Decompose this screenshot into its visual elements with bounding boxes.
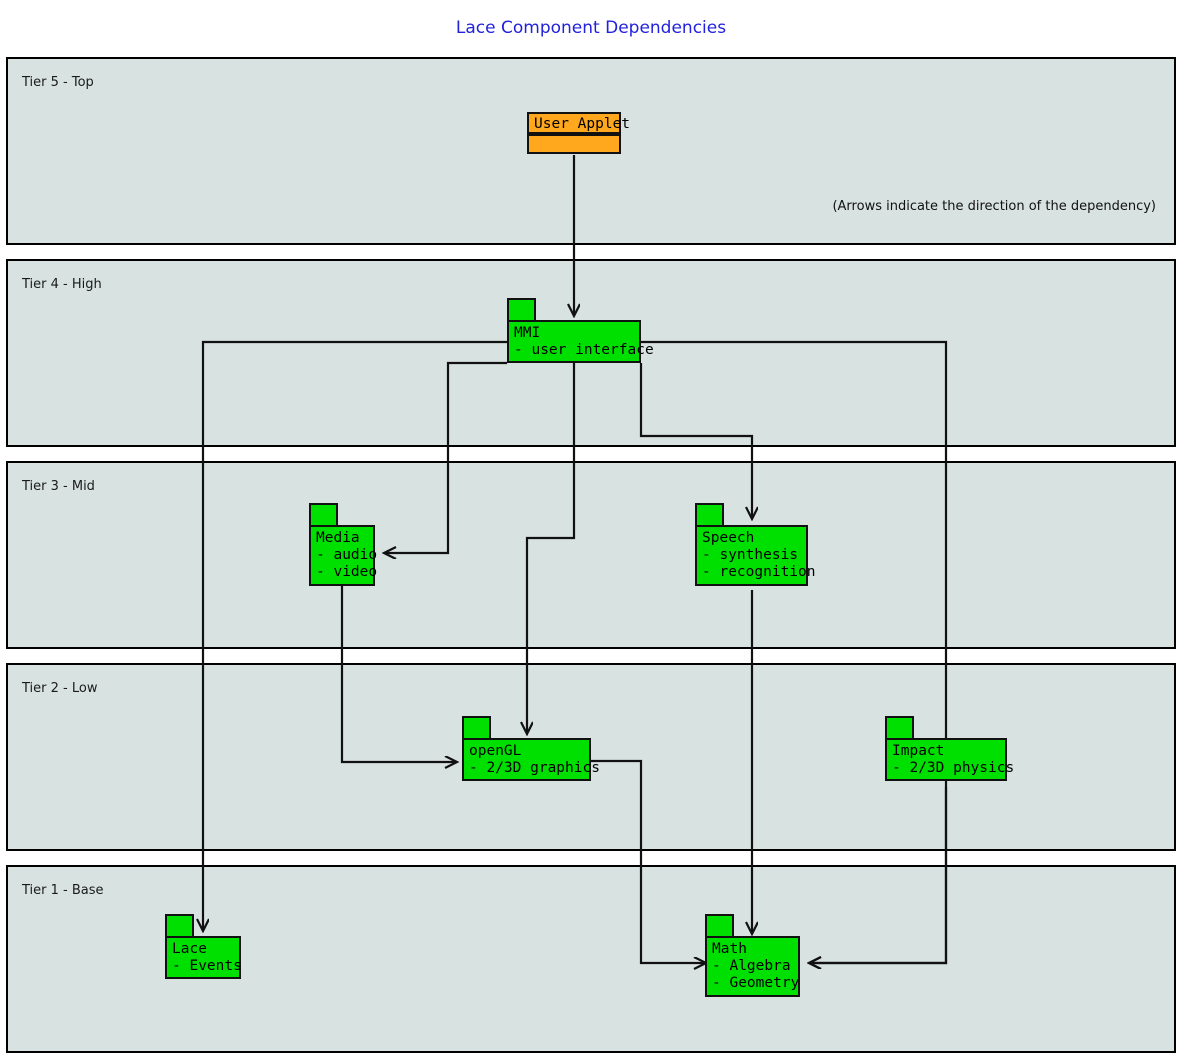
- component-lace-detail-0: - Events: [172, 958, 242, 974]
- component-math-detail-0: - Algebra: [712, 958, 791, 974]
- component-media-tab: [309, 503, 338, 525]
- component-math-detail-1: - Geometry: [712, 975, 800, 991]
- component-opengl-name: openGL: [469, 743, 522, 759]
- component-mmi-body: MMI - user interface: [507, 320, 654, 363]
- tier-label-low: Tier 2 - Low: [22, 681, 98, 696]
- component-user-applet-body: User Applet: [527, 112, 631, 134]
- component-mmi-name: MMI: [514, 325, 541, 341]
- component-speech-detail-0: - synthesis: [702, 547, 799, 563]
- legend-note: (Arrows indicate the direction of the de…: [832, 199, 1156, 214]
- component-speech-name: Speech: [702, 530, 755, 546]
- component-math-name: Math: [712, 941, 747, 957]
- tier-label-top: Tier 5 - Top: [22, 75, 94, 90]
- component-media-detail-1: - video: [316, 564, 378, 580]
- component-impact-name: Impact: [892, 743, 945, 759]
- tier-band-high: Tier 4 - High: [6, 259, 1176, 447]
- component-mmi-tab: [507, 298, 536, 320]
- component-speech-body: Speech - synthesis - recognition: [695, 525, 816, 586]
- tier-band-mid: Tier 3 - Mid: [6, 461, 1176, 649]
- component-opengl-tab: [462, 716, 491, 738]
- component-speech-detail-1: - recognition: [702, 564, 816, 580]
- component-opengl-detail-0: - 2/3D graphics: [469, 760, 600, 776]
- tier-label-high: Tier 4 - High: [22, 277, 102, 292]
- component-math-body: Math - Algebra - Geometry: [705, 936, 800, 997]
- component-speech-tab: [695, 503, 724, 525]
- component-lace-body: Lace - Events: [165, 936, 242, 979]
- component-lace-name: Lace: [172, 941, 207, 957]
- component-media-name: Media: [316, 530, 360, 546]
- tier-label-mid: Tier 3 - Mid: [22, 479, 95, 494]
- component-impact-body: Impact - 2/3D physics: [885, 738, 1015, 781]
- tier-label-base: Tier 1 - Base: [22, 883, 104, 898]
- component-media-detail-0: - audio: [316, 547, 378, 563]
- component-mmi-detail-0: - user interface: [514, 342, 654, 358]
- page-title: Lace Component Dependencies: [455, 18, 727, 38]
- component-impact-tab: [885, 716, 914, 738]
- component-lace-tab: [165, 914, 194, 936]
- component-impact-detail-0: - 2/3D physics: [892, 760, 1015, 776]
- component-math-tab: [705, 914, 734, 936]
- component-user-applet-name: User Applet: [534, 116, 631, 132]
- component-user-applet-panel: [527, 134, 621, 154]
- component-media-body: Media - audio - video: [309, 525, 378, 586]
- component-opengl-body: openGL - 2/3D graphics: [462, 738, 600, 781]
